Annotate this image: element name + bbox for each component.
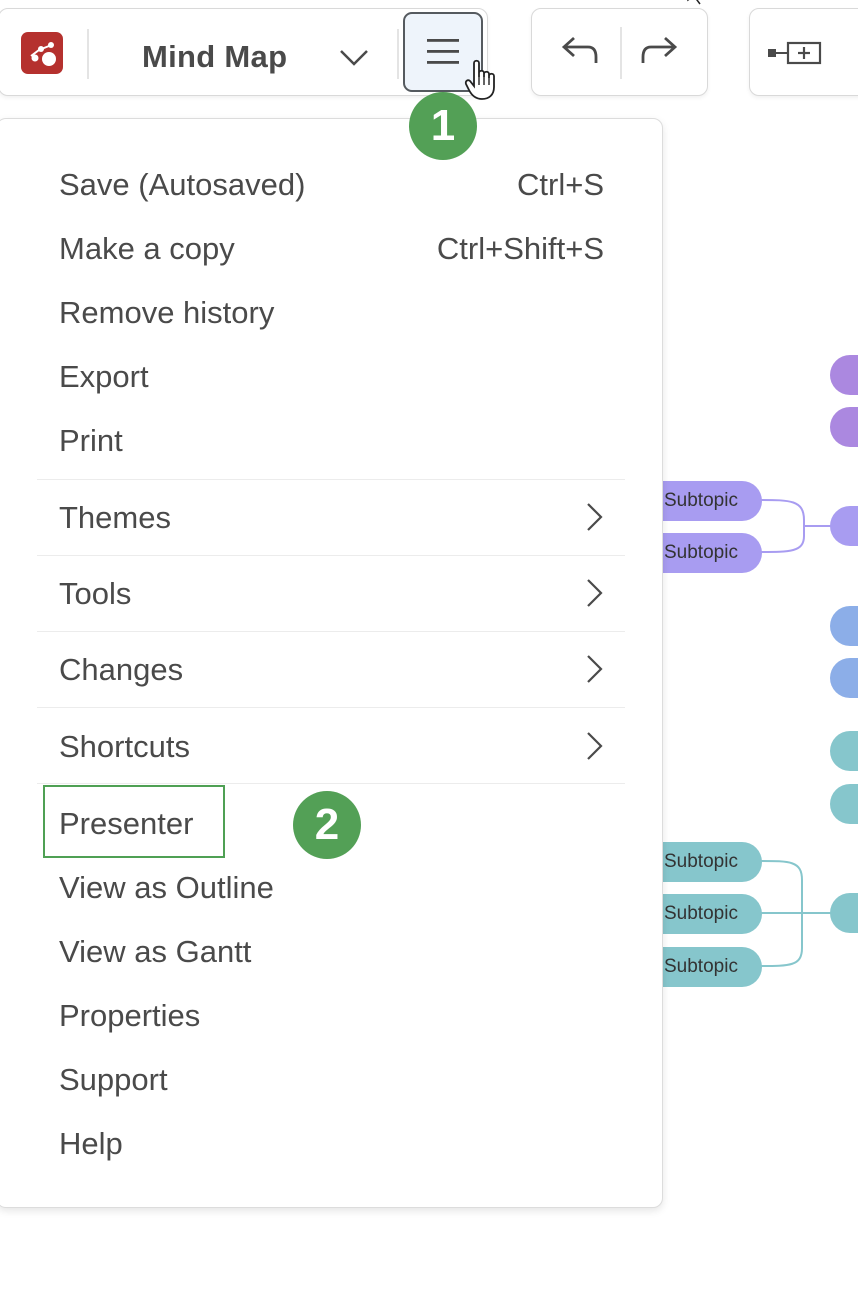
menu-item-print[interactable]: Print <box>59 423 123 458</box>
chevron-right-icon <box>585 577 605 614</box>
topic-node[interactable] <box>830 731 858 771</box>
menu-divider <box>37 479 625 480</box>
menu-item-export[interactable]: Export <box>59 359 149 394</box>
main-menu-dropdown: Save (Autosaved) Ctrl+S Make a copy Ctrl… <box>0 118 663 1208</box>
menu-divider <box>37 631 625 632</box>
menu-item-themes[interactable]: Themes <box>59 500 171 535</box>
toolbar-divider <box>87 29 89 79</box>
menu-divider <box>37 783 625 784</box>
menu-item-make-copy[interactable]: Make a copy <box>59 231 235 266</box>
chevron-down-icon[interactable] <box>339 49 369 72</box>
mindmap-app-icon[interactable] <box>21 32 63 74</box>
step-badge-2: 2 <box>293 791 361 859</box>
menu-item-view-outline[interactable]: View as Outline <box>59 870 274 905</box>
add-subtopic-icon[interactable] <box>762 35 828 71</box>
topic-node[interactable] <box>830 658 858 698</box>
menu-item-properties[interactable]: Properties <box>59 998 201 1033</box>
topic-node[interactable] <box>830 355 858 395</box>
step-badge-1: 1 <box>409 92 477 160</box>
menu-item-help[interactable]: Help <box>59 1126 123 1161</box>
main-menu-button[interactable] <box>403 12 483 92</box>
topic-node[interactable] <box>830 784 858 824</box>
shortcut-save: Ctrl+S <box>517 167 604 202</box>
menu-item-support[interactable]: Support <box>59 1062 168 1097</box>
menu-item-view-gantt[interactable]: View as Gantt <box>59 934 252 969</box>
menu-item-presenter[interactable]: Presenter <box>59 806 194 841</box>
shortcut-make-copy: Ctrl+Shift+S <box>436 231 604 266</box>
menu-divider <box>37 707 625 708</box>
hamburger-menu-icon <box>427 39 459 64</box>
toolbar-divider <box>397 29 399 79</box>
document-title[interactable]: Mind Map <box>142 39 288 74</box>
menu-item-tools[interactable]: Tools <box>59 576 132 611</box>
redo-icon[interactable] <box>637 27 687 77</box>
hand-pointer-cursor-icon <box>464 59 498 106</box>
presenter-highlight-box <box>43 785 225 858</box>
undo-icon[interactable] <box>552 27 602 77</box>
chevron-right-icon <box>585 501 605 538</box>
toolbar-divider <box>620 27 622 79</box>
history-toolbar <box>531 8 708 96</box>
menu-item-save[interactable]: Save (Autosaved) <box>59 167 306 202</box>
topic-node[interactable] <box>830 506 858 546</box>
menu-item-changes[interactable]: Changes <box>59 652 184 687</box>
topic-node[interactable] <box>830 606 858 646</box>
menu-item-shortcuts[interactable]: Shortcuts <box>59 729 190 764</box>
insert-toolbar <box>749 8 858 96</box>
menu-divider <box>37 555 625 556</box>
topic-node[interactable] <box>830 893 858 933</box>
chevron-right-icon <box>585 730 605 767</box>
topic-node[interactable] <box>830 407 858 447</box>
chevron-right-icon <box>585 653 605 690</box>
main-toolbar: Mind Map <box>0 8 495 100</box>
menu-item-remove-history[interactable]: Remove history <box>59 295 275 330</box>
arrow-cursor-icon <box>686 0 710 15</box>
